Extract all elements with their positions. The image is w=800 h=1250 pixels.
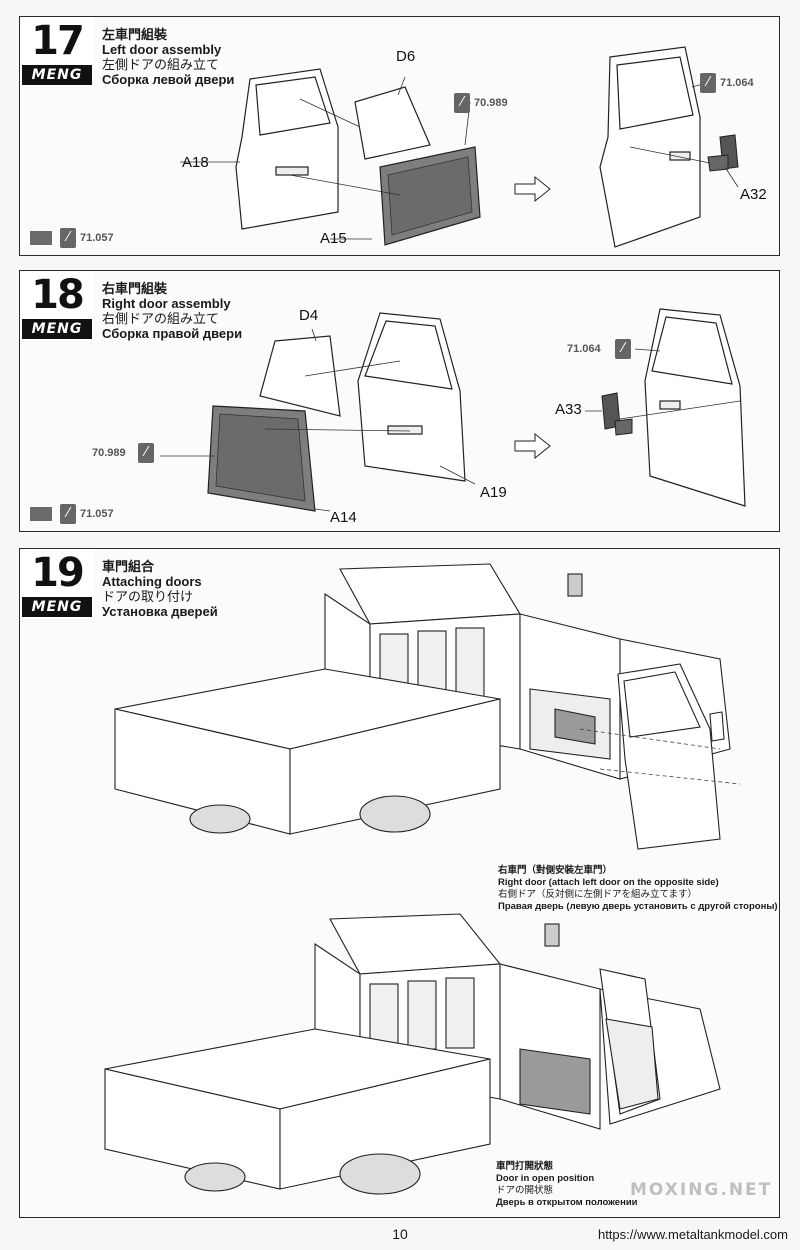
part-label-a19: A19: [480, 484, 507, 501]
step-18-panel: 18 MENG 右車門組裝 Right door assembly 右側ドアの組…: [19, 270, 780, 532]
title-zh: 車門組合: [102, 559, 155, 574]
title-zh: 右車門組裝: [102, 281, 168, 296]
title-ja: 右側ドアの組み立て: [102, 311, 220, 326]
page-number: 10: [392, 1226, 408, 1242]
step-number: 18: [31, 272, 85, 318]
brush-icon: ⁄: [454, 93, 470, 113]
note-ja: 右側ドア（反対側に左側ドアを組み立てます）: [498, 889, 698, 900]
right-door-drawing: [160, 308, 746, 512]
paint-code: 70.989: [92, 447, 126, 459]
title-zh: 左車門組裝: [102, 27, 168, 42]
watermark: MOXING.NET: [630, 1180, 773, 1200]
title-ja: ドアの取り付け: [102, 589, 194, 604]
note-ru: Правая дверь (левую дверь установить с д…: [498, 901, 778, 912]
brush-icon: ⁄: [60, 504, 76, 524]
meng-logo: MENG: [22, 319, 92, 339]
paint-code: 70.989: [474, 97, 508, 109]
note-zh: 右車門（對側安裝左車門）: [498, 865, 613, 876]
part-label-a33: A33: [555, 401, 582, 418]
title-ru: Сборка правой двери: [102, 326, 243, 341]
part-label-a32: A32: [740, 186, 767, 203]
brush-icon: ⁄: [138, 443, 154, 463]
title-ja: 左側ドアの組み立て: [102, 57, 220, 72]
paint-code: 71.057: [80, 508, 114, 520]
part-label-a18: A18: [182, 154, 209, 171]
step-title: 右車門組裝 Right door assembly 右側ドアの組み立て Сбор…: [102, 281, 242, 341]
brush-icon: ⁄: [700, 73, 716, 93]
note-right-door: 右車門（對側安裝左車門） Right door (attach left doo…: [498, 865, 778, 913]
step-badge: 18 MENG: [20, 271, 94, 341]
color-swatch: [30, 231, 52, 245]
note-ru: Дверь в открытом положении: [496, 1197, 638, 1208]
step-17-panel: 17 MENG 左車門組裝 Left door assembly 左側ドアの組み…: [19, 16, 780, 256]
step-number: 17: [31, 18, 85, 64]
note-en: Door in open position: [496, 1173, 595, 1184]
step-badge: 17 MENG: [20, 17, 94, 87]
site-url[interactable]: https://www.metaltankmodel.com: [597, 1227, 788, 1242]
title-ru: Сборка левой двери: [102, 72, 235, 87]
step-title: 車門組合 Attaching doors ドアの取り付け Установка д…: [102, 559, 218, 619]
brush-icon: ⁄: [615, 339, 631, 359]
paint-code: 71.064: [720, 77, 754, 89]
step-title: 左車門組裝 Left door assembly 左側ドアの組み立て Сборк…: [102, 27, 234, 87]
truck-drawing: [104, 563, 741, 1195]
step-19-panel: 19 MENG 車門組合 Attaching doors ドアの取り付け Уст…: [19, 548, 780, 1218]
brush-icon: ⁄: [60, 228, 76, 248]
color-swatch: [30, 507, 52, 521]
title-ru: Установка дверей: [102, 604, 218, 619]
arrow-right-icon: [514, 175, 551, 203]
left-door-drawing: [180, 46, 739, 248]
title-en: Left door assembly: [102, 42, 222, 57]
step-badge: 19 MENG: [20, 549, 94, 619]
note-open-door: 車門打開狀態 Door in open position ドアの開状態 Двер…: [496, 1161, 638, 1209]
note-zh: 車門打開狀態: [496, 1161, 554, 1172]
arrow-right-icon: [514, 432, 551, 460]
note-ja: ドアの開状態: [496, 1185, 554, 1196]
meng-logo: MENG: [22, 65, 92, 85]
title-en: Right door assembly: [102, 296, 231, 311]
step-number: 19: [31, 550, 85, 596]
note-en: Right door (attach left door on the oppo…: [498, 877, 719, 888]
meng-logo: MENG: [22, 597, 92, 617]
title-en: Attaching doors: [102, 574, 202, 589]
part-label-a15: A15: [320, 230, 347, 247]
paint-code: 71.057: [80, 232, 114, 244]
part-label-d4: D4: [299, 307, 319, 324]
paint-code: 71.064: [567, 343, 601, 355]
part-label-a14: A14: [330, 509, 357, 526]
part-label-d6: D6: [396, 48, 416, 65]
